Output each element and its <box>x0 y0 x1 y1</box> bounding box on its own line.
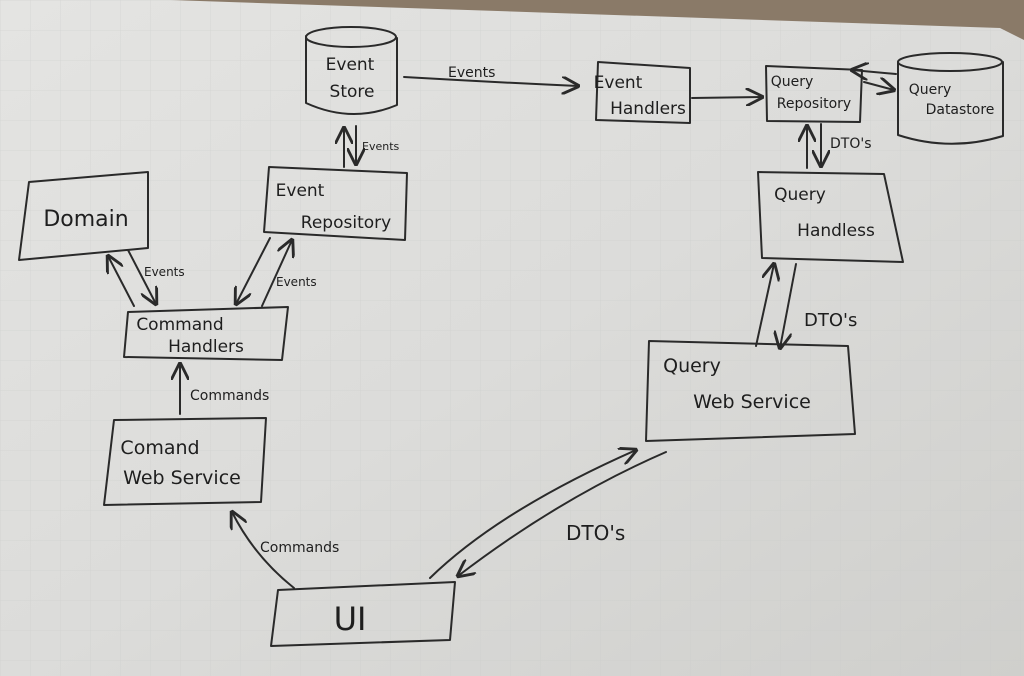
edge-handlers-to-qrepo <box>691 97 762 98</box>
domain-node: Domain <box>18 171 149 261</box>
ui-node: UI <box>270 581 456 647</box>
edge-cws-cmd: Commands <box>180 364 269 415</box>
edge-store-to-handlers: Events <box>403 65 578 86</box>
edge-label-qws-to-ui: DTO's <box>566 521 625 545</box>
edge-qhandlers-qws: DTO's <box>755 264 857 348</box>
edge-ui-cws: Commands <box>232 512 339 589</box>
edge-label-repo-to-store: Events <box>362 140 400 153</box>
edge-store-repo: Events <box>344 125 400 168</box>
edge-label-domain-to-cmd: Events <box>144 265 185 279</box>
edge-label-ui-to-cws: Commands <box>260 540 339 556</box>
edge-qrepo-qdatastore <box>852 70 896 90</box>
edge-label-cws-to-cmd: Commands <box>190 388 269 404</box>
edge-cmd-repo: Events <box>236 238 317 306</box>
edge-domain-cmd: Events <box>108 249 185 306</box>
ui-label: UI <box>334 600 367 638</box>
edge-label-cmd-to-repo: Events <box>276 275 317 289</box>
edge-label-store-to-handlers: Events <box>448 65 495 81</box>
edge-qrepo-qhandlers: DTO's <box>807 123 872 169</box>
edge-ui-qws: DTO's <box>429 450 667 578</box>
domain-label: Domain <box>43 207 128 232</box>
edge-label-qhandlers-to-qws: DTO's <box>804 310 857 331</box>
edge-label-qrepo-to-qhandlers: DTO's <box>830 136 872 152</box>
